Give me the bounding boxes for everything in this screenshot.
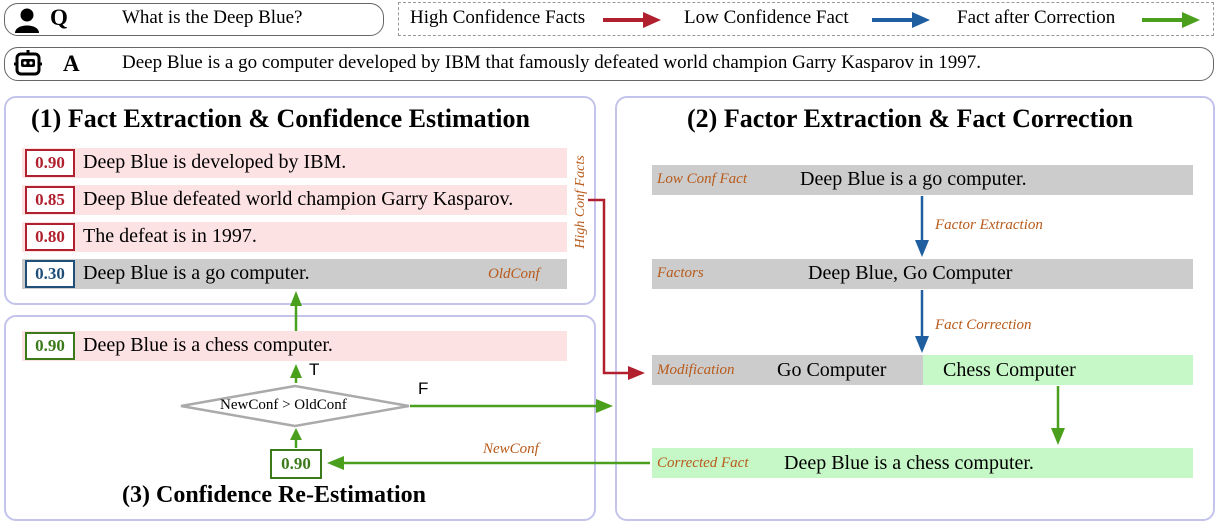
factors-bar	[652, 259, 1193, 289]
new-conf-tag: NewConf	[483, 441, 539, 457]
low-conf-text: Deep Blue is a go computer.	[800, 168, 1027, 190]
old-conf-tag: OldConf	[488, 266, 540, 282]
panel2-title: (2) Factor Extraction & Fact Correction	[687, 104, 1133, 133]
modification-bar-new	[923, 355, 1193, 385]
question-text: What is the Deep Blue?	[122, 7, 303, 28]
true-arrowhead	[290, 364, 302, 378]
corrected-text: Deep Blue is a chess computer.	[784, 452, 1034, 474]
fact-correction-label: Fact Correction	[935, 317, 1032, 333]
score-to-condition-arrowhead	[290, 428, 302, 440]
legend-box	[398, 2, 1214, 36]
new-fact-score: 0.90	[25, 332, 75, 360]
modification-tag: Modification	[657, 362, 735, 378]
fact-row-1-bar	[22, 148, 567, 178]
factor-extraction-arrowhead	[915, 240, 929, 257]
legend-corrected-label: Fact after Correction	[957, 7, 1116, 28]
new-score-box: 0.90	[270, 449, 322, 479]
update-arrowhead	[290, 291, 302, 306]
fact-row-4-bar	[22, 259, 567, 289]
fact-row-4-text: Deep Blue is a go computer.	[83, 262, 310, 284]
factor-extraction-label: Factor Extraction	[935, 217, 1043, 233]
legend-high-label: High Confidence Facts	[410, 7, 586, 28]
corrected-bar	[652, 448, 1193, 478]
false-arrowhead	[596, 399, 613, 413]
new-fact-bar	[22, 331, 567, 361]
fact-row-2-bar	[22, 185, 567, 215]
fact-row-3-score: 0.80	[25, 223, 75, 251]
legend-high-arrow	[603, 12, 661, 28]
legend-low-label: Low Confidence Fact	[684, 7, 849, 28]
factors-text: Deep Blue, Go Computer	[808, 262, 1013, 284]
fact-row-2-score: 0.85	[25, 186, 75, 214]
answer-text: Deep Blue is a go computer developed by …	[122, 52, 981, 73]
condition-diamond	[180, 384, 410, 428]
user-icon	[15, 8, 39, 33]
high-conf-arrow	[588, 198, 630, 375]
factors-tag: Factors	[657, 265, 704, 281]
answer-label: A	[63, 51, 80, 76]
fact-row-2-text: Deep Blue defeated world champion Garry …	[83, 188, 514, 210]
fact-row-3-text: The defeat is in 1997.	[83, 225, 257, 247]
fact-row-3-bar	[22, 222, 567, 252]
question-label: Q	[50, 5, 68, 30]
modification-bar-old	[652, 355, 923, 385]
corrected-tag: Corrected Fact	[657, 455, 749, 471]
false-label: F	[418, 379, 429, 398]
panel3-title: (3) Confidence Re-Estimation	[122, 482, 426, 508]
legend-low-arrow	[872, 12, 930, 28]
question-pill	[4, 3, 384, 36]
legend-corrected-arrow	[1142, 12, 1200, 28]
answer-pill	[4, 47, 1214, 81]
correction-down-arrowhead	[1051, 428, 1065, 445]
modification-new-text: Chess Computer	[943, 359, 1076, 381]
fact-row-1-text: Deep Blue is developed by IBM.	[83, 151, 347, 173]
fact-row-4-score: 0.30	[25, 260, 75, 288]
low-conf-bar	[652, 165, 1193, 195]
panel1-title: (1) Fact Extraction & Confidence Estimat…	[31, 104, 530, 133]
true-label: T	[309, 360, 320, 379]
new-fact-text: Deep Blue is a chess computer.	[83, 334, 333, 356]
fact-row-1-score: 0.90	[25, 149, 75, 177]
robot-icon	[14, 50, 42, 76]
condition-text: NewConf > OldConf	[220, 397, 347, 413]
low-conf-tag: Low Conf Fact	[657, 171, 748, 187]
new-conf-arrowhead	[327, 456, 344, 470]
high-conf-arrowhead	[628, 366, 645, 380]
modification-old-text: Go Computer	[777, 359, 887, 381]
fact-correction-arrowhead	[915, 336, 929, 353]
